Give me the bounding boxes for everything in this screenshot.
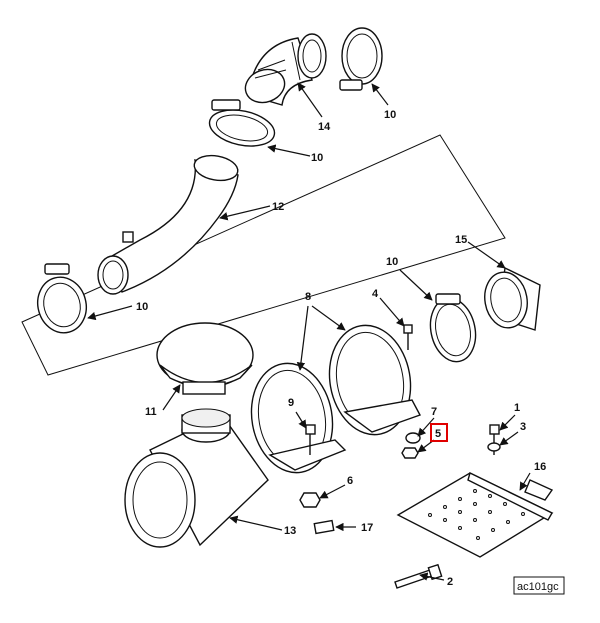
air-cleaner-housing	[124, 408, 269, 548]
callout-17: 17	[361, 522, 373, 534]
ref-code-box	[513, 576, 565, 595]
mounting-strap-rear	[328, 324, 422, 436]
adapter-sleeve	[484, 266, 541, 331]
callout-10-right: 10	[386, 256, 398, 268]
clamp-upper	[208, 99, 276, 147]
callout-4: 4	[372, 288, 379, 300]
callout-15: 15	[455, 234, 467, 246]
nut-5	[401, 447, 419, 459]
mounting-strap-front	[250, 362, 347, 474]
rain-cap	[156, 322, 254, 395]
callout-5: 5	[435, 428, 441, 440]
washer-3	[487, 442, 501, 452]
callout-11: 11	[145, 406, 157, 418]
elbow-hose	[244, 33, 327, 106]
callout-highlight-box	[430, 423, 448, 442]
inset-boundary	[21, 134, 506, 376]
callout-1: 1	[514, 402, 520, 414]
callout-6: 6	[347, 475, 353, 487]
intake-tube	[97, 154, 239, 295]
callout-10-upper: 10	[311, 152, 323, 164]
mounting-plate	[396, 472, 554, 558]
callout-12: 12	[272, 201, 284, 213]
decal-17	[313, 519, 335, 535]
nut-6	[299, 492, 321, 508]
callout-9: 9	[288, 397, 294, 409]
washer-7	[405, 432, 421, 444]
callout-14: 14	[318, 121, 331, 133]
callout-8: 8	[305, 291, 311, 303]
clamp-left	[37, 263, 87, 334]
bolt-9	[305, 424, 316, 455]
clamp-top-right	[339, 27, 383, 91]
callout-10-top-right: 10	[384, 109, 396, 121]
bolt-4	[403, 324, 413, 350]
callout-3: 3	[520, 421, 526, 433]
callout-16: 16	[534, 461, 546, 473]
ref-code: ac101gc	[517, 581, 559, 593]
clamp-right	[429, 293, 477, 363]
callout-2: 2	[447, 576, 453, 588]
bolt-2	[394, 563, 443, 589]
leader-lines	[87, 82, 531, 581]
callout-7: 7	[431, 406, 437, 418]
callout-13: 13	[284, 525, 296, 537]
callout-10-left: 10	[136, 301, 148, 313]
